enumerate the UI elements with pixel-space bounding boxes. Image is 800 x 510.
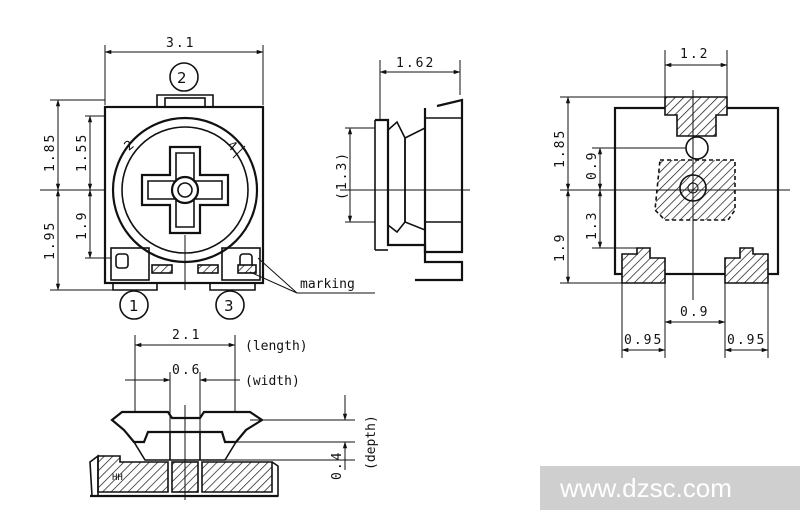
marking-label: marking	[300, 277, 355, 292]
terminal-3-label: 3	[224, 297, 234, 315]
dim-left-outer-lower: 1.95	[43, 221, 58, 260]
dim-back-inner-upper: 0.9	[585, 151, 600, 180]
dim-back-lower: 1.9	[553, 233, 568, 262]
dim-back-inner-lower: 1.3	[585, 211, 600, 240]
terminal-1-label: 1	[129, 297, 139, 315]
dim-slot-depth: 0.4	[330, 451, 345, 480]
svg-text:HH: HH	[112, 473, 123, 483]
dim-back-width: 1.2	[680, 47, 709, 62]
back-view: 1.2 1.85 1.9 0.9 1.3 0.9 0.95 0.95	[553, 47, 790, 358]
dim-left-inner-lower: 1.9	[75, 211, 90, 240]
dim-left-outer-upper: 1.85	[43, 133, 58, 172]
depth-label: (depth)	[364, 415, 379, 470]
side-view: 1.62 (1.3)	[335, 56, 470, 282]
width-label: (width)	[245, 374, 300, 389]
section-view: 2.1 (length) 0.6 (width) HH 0.4 (depth)	[89, 328, 379, 500]
front-view: 2 4 2 1 3 marking	[40, 62, 375, 320]
dim-back-upper: 1.85	[553, 129, 568, 168]
dim-slot-length: 2.1	[172, 328, 201, 343]
dim-top-width: 3.1	[166, 36, 195, 51]
dim-left-inner-upper: 1.55	[75, 133, 90, 172]
dim-side-height: (1.3)	[335, 151, 350, 200]
dim-side-width: 1.62	[396, 56, 435, 71]
dim-pad-gap: 0.9	[680, 305, 709, 320]
watermark: www.dzsc.com	[540, 466, 800, 510]
dim-pad-right: 0.95	[727, 333, 766, 348]
dim-slot-width: 0.6	[172, 363, 201, 378]
front-dimensions: 3.1 1.85 1.95 1.55 1.9	[43, 36, 264, 291]
terminal-2-label: 2	[177, 69, 187, 87]
length-label: (length)	[245, 339, 308, 354]
watermark-text: www.dzsc.com	[559, 473, 732, 503]
dial-mark-4: 4	[224, 138, 240, 155]
dim-pad-left: 0.95	[624, 333, 663, 348]
